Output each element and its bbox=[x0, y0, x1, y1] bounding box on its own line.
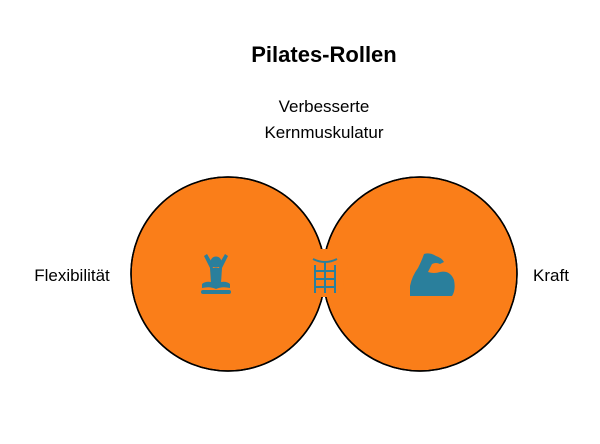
circle-flexibility bbox=[130, 176, 326, 372]
intersection-label-line-1: Verbesserte bbox=[279, 97, 370, 116]
set-label-flexibility: Flexibilität bbox=[34, 266, 110, 285]
set-label-strength: Kraft bbox=[533, 266, 569, 285]
diagram-title: Pilates-Rollen bbox=[251, 42, 396, 67]
yoga-person-icon bbox=[201, 254, 231, 294]
flexed-biceps-icon bbox=[410, 253, 455, 296]
abdominal-muscles-icon bbox=[301, 249, 349, 297]
intersection-label-line-2: Kernmuskulatur bbox=[264, 123, 383, 142]
